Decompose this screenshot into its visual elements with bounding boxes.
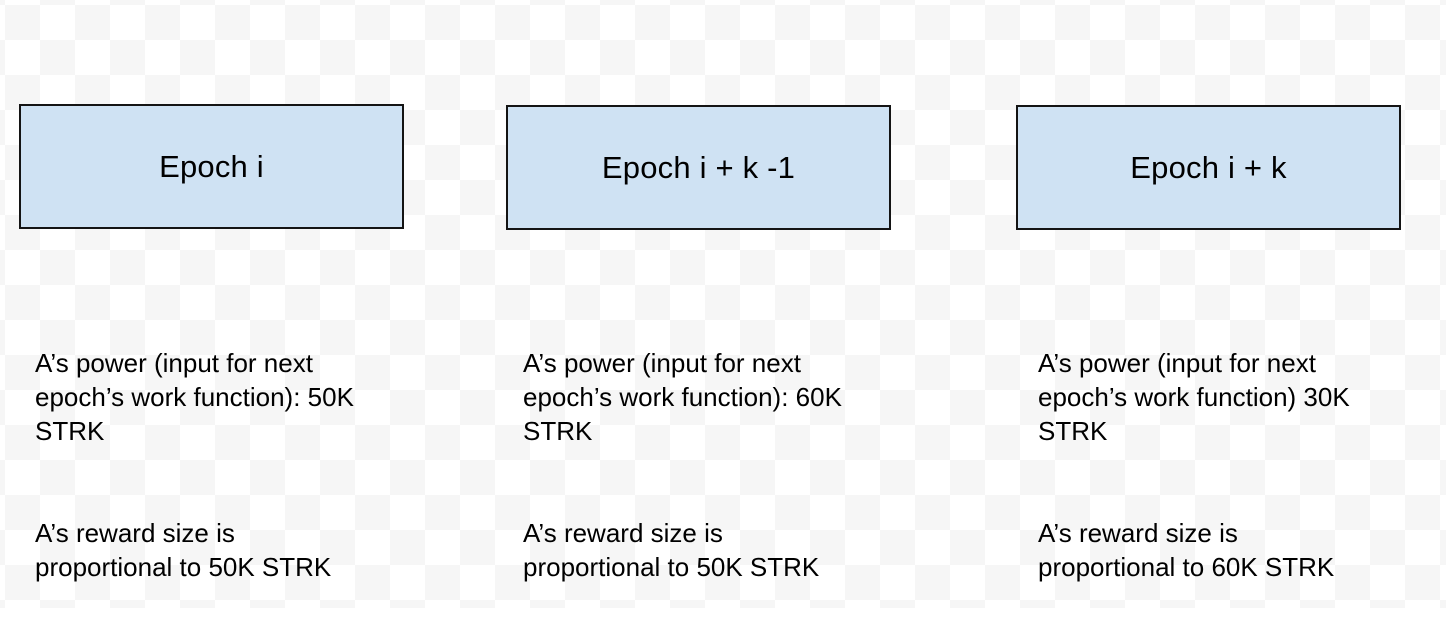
epoch-i-plus-k-reward-note: A’s reward size is proportional to 60K S…: [1038, 518, 1335, 582]
epoch-i-notes: A’s power (input for next epoch’s work f…: [35, 312, 435, 618]
epoch-i-plus-k-minus-1-reward-note: A’s reward size is proportional to 50K S…: [523, 518, 820, 582]
epoch-box-i-plus-k-minus-1-label: Epoch i + k -1: [601, 149, 796, 185]
epoch-i-plus-k-notes: A’s power (input for next epoch’s work f…: [1038, 312, 1438, 618]
epoch-box-i-label: Epoch i: [159, 148, 264, 184]
epoch-i-plus-k-minus-1-power-note: A’s power (input for next epoch’s work f…: [523, 348, 842, 446]
epoch-box-i-plus-k-label: Epoch i + k: [1130, 149, 1287, 185]
epoch-box-i: Epoch i: [19, 104, 404, 229]
epoch-i-plus-k-power-note: A’s power (input for next epoch’s work f…: [1038, 348, 1350, 446]
epoch-box-i-plus-k-minus-1: Epoch i + k -1: [506, 105, 891, 230]
epoch-box-i-plus-k: Epoch i + k: [1016, 105, 1401, 230]
epoch-i-reward-note: A’s reward size is proportional to 50K S…: [35, 518, 332, 582]
epoch-i-plus-k-minus-1-notes: A’s power (input for next epoch’s work f…: [523, 312, 923, 618]
epoch-i-power-note: A’s power (input for next epoch’s work f…: [35, 348, 354, 446]
